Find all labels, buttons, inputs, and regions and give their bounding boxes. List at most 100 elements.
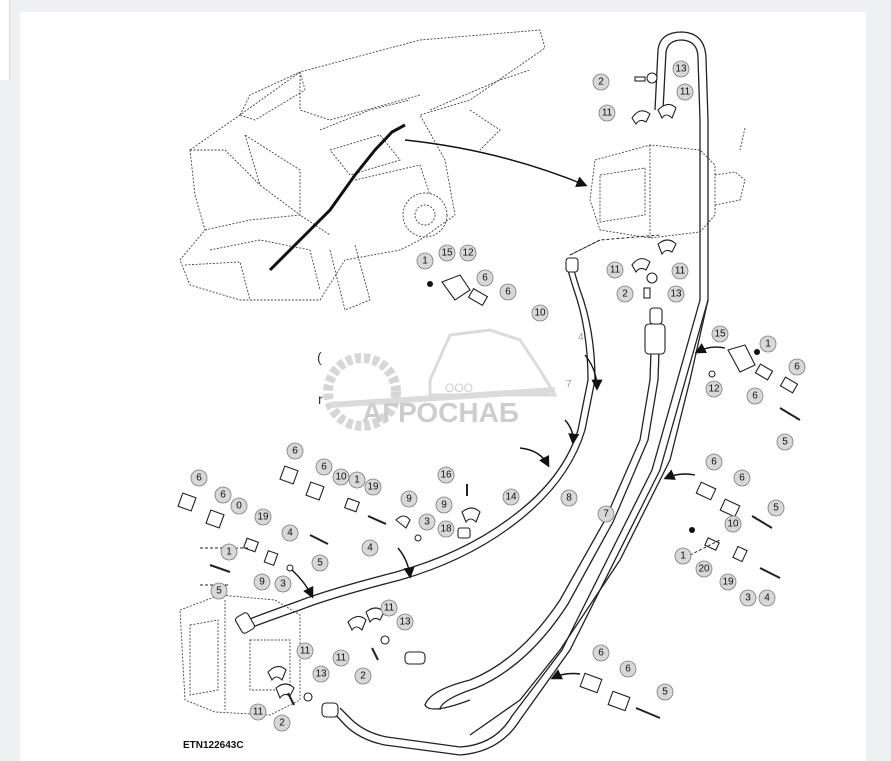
partial-label: r: [318, 391, 323, 407]
svg-text:11: 11: [300, 646, 311, 657]
svg-text:4: 4: [367, 543, 373, 554]
callout: 6: [619, 660, 637, 678]
callout: 4: [361, 539, 379, 557]
callout: 6: [592, 644, 610, 662]
svg-text:13: 13: [670, 289, 682, 300]
callout: 3: [418, 513, 436, 531]
partial-label: 7: [566, 379, 572, 390]
callout: 15: [711, 325, 729, 343]
callout: 20: [695, 560, 713, 578]
callout: 11: [606, 261, 624, 279]
svg-text:9: 9: [441, 500, 447, 511]
svg-text:11: 11: [602, 108, 613, 119]
callout: 19: [364, 478, 382, 496]
hose-8: [424, 319, 653, 710]
svg-text:19: 19: [257, 512, 269, 523]
svg-text:13: 13: [315, 669, 327, 680]
callout: 1: [348, 471, 366, 489]
svg-text:2: 2: [360, 671, 366, 682]
watermark-prefix: ООО: [445, 381, 473, 395]
svg-text:1: 1: [765, 339, 771, 350]
svg-text:11: 11: [675, 266, 686, 277]
svg-text:6: 6: [752, 391, 758, 402]
callout: 6: [733, 469, 751, 487]
svg-text:6: 6: [196, 473, 202, 484]
callout: 2: [273, 714, 291, 732]
callout: 9: [435, 496, 453, 514]
svg-text:11: 11: [253, 707, 264, 718]
svg-text:11: 11: [384, 603, 395, 614]
callout: 15: [438, 244, 456, 262]
svg-text:2: 2: [279, 718, 285, 729]
callout: 4: [281, 524, 299, 542]
callout: 6: [705, 453, 723, 471]
callout: 11: [380, 599, 398, 617]
partial-labels: ( r 4 7: [317, 332, 584, 407]
svg-text:20: 20: [698, 564, 710, 575]
hose-fittings: [234, 257, 666, 718]
callout-bubbles: 2 13 11 11 11 11 2 13 15 12 1 6 6 10 15 …: [190, 60, 806, 732]
agrosnab-watermark: ООО АГРОСНАБ: [323, 328, 558, 431]
svg-text:1: 1: [226, 547, 232, 558]
svg-text:11: 11: [336, 653, 347, 664]
svg-text:11: 11: [610, 265, 621, 276]
svg-text:4: 4: [764, 593, 770, 604]
callout: 1: [759, 335, 777, 353]
svg-text:10: 10: [534, 308, 546, 319]
svg-text:7: 7: [603, 509, 609, 520]
svg-text:6: 6: [505, 287, 511, 298]
partial-label: (: [317, 349, 322, 365]
callout: 11: [332, 649, 350, 667]
svg-text:11: 11: [680, 87, 691, 98]
callout: 10: [332, 468, 350, 486]
svg-text:10: 10: [335, 472, 347, 483]
callout: 9: [400, 490, 418, 508]
svg-text:10: 10: [727, 519, 739, 530]
svg-text:6: 6: [321, 462, 327, 473]
figure-id-label: ETN122643C: [183, 740, 244, 751]
hydraulic-pump-sketch: [569, 127, 746, 256]
svg-text:6: 6: [482, 273, 488, 284]
callout: 11: [598, 104, 616, 122]
combine-harvester-sketch: [179, 29, 546, 311]
svg-text:4: 4: [287, 528, 293, 539]
hose-7: [469, 299, 709, 736]
svg-text:13: 13: [675, 64, 687, 75]
hose-14: [244, 261, 596, 631]
callout: 6: [214, 486, 232, 504]
callout: 16: [437, 466, 455, 484]
svg-text:1: 1: [354, 475, 360, 486]
callout: 6: [286, 442, 304, 460]
callout: 13: [667, 285, 685, 303]
svg-text:6: 6: [739, 473, 745, 484]
svg-text:6: 6: [794, 362, 800, 373]
callout: 3: [739, 589, 757, 607]
svg-text:13: 13: [399, 617, 411, 628]
svg-text:3: 3: [280, 579, 286, 590]
svg-text:0: 0: [236, 501, 242, 512]
callout: 10: [724, 515, 742, 533]
callout: 8: [560, 489, 578, 507]
callout: 12: [459, 244, 477, 262]
callout: 7: [597, 505, 615, 523]
callout: 12: [705, 380, 723, 398]
svg-text:2: 2: [622, 289, 628, 300]
callout: 18: [437, 520, 455, 538]
svg-text:1: 1: [422, 256, 428, 267]
callout: 11: [249, 703, 267, 721]
callout: 13: [672, 60, 690, 78]
svg-text:5: 5: [317, 558, 323, 569]
callout: 2: [354, 667, 372, 685]
svg-text:3: 3: [424, 517, 430, 528]
callout: 9: [253, 573, 271, 591]
callout: 6: [315, 458, 333, 476]
svg-text:6: 6: [598, 648, 604, 659]
callout: 19: [254, 508, 272, 526]
callout: 5: [311, 554, 329, 572]
diagram-panel: [20, 12, 866, 761]
svg-text:19: 19: [367, 482, 379, 493]
svg-text:3: 3: [745, 593, 751, 604]
svg-text:6: 6: [292, 446, 298, 457]
callout: 19: [719, 573, 737, 591]
